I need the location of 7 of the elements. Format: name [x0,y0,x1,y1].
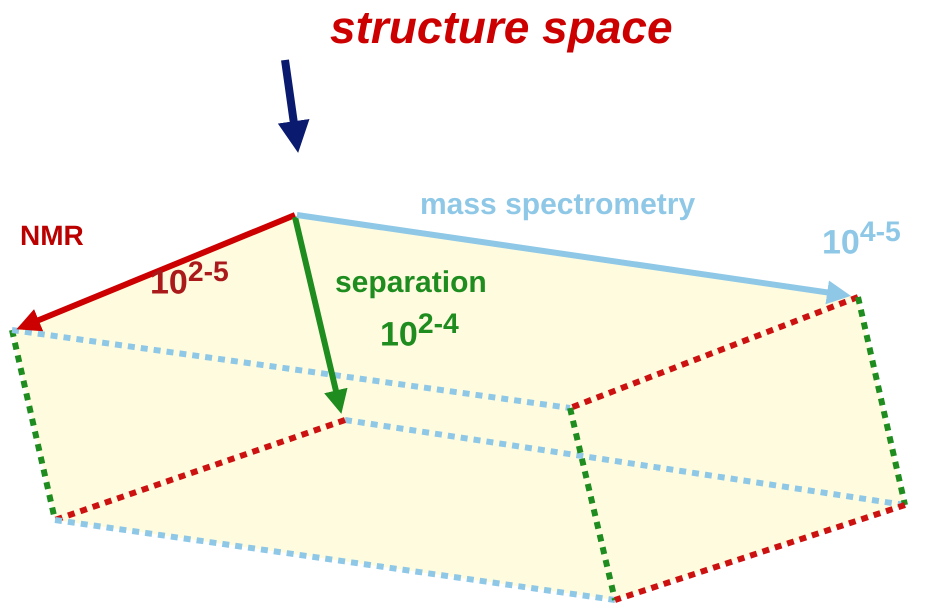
range-label: 10$^{2-4}$ [380,310,459,352]
axis-label: NMR [20,222,84,250]
axis-label: mass spectrometry [420,190,696,220]
axis-label: separation [335,268,487,298]
range-label: 10$^{4-5}$ [822,218,901,260]
diagram-title: structure space [330,4,673,50]
range-label: 10$^{2-5}$ [150,258,229,300]
